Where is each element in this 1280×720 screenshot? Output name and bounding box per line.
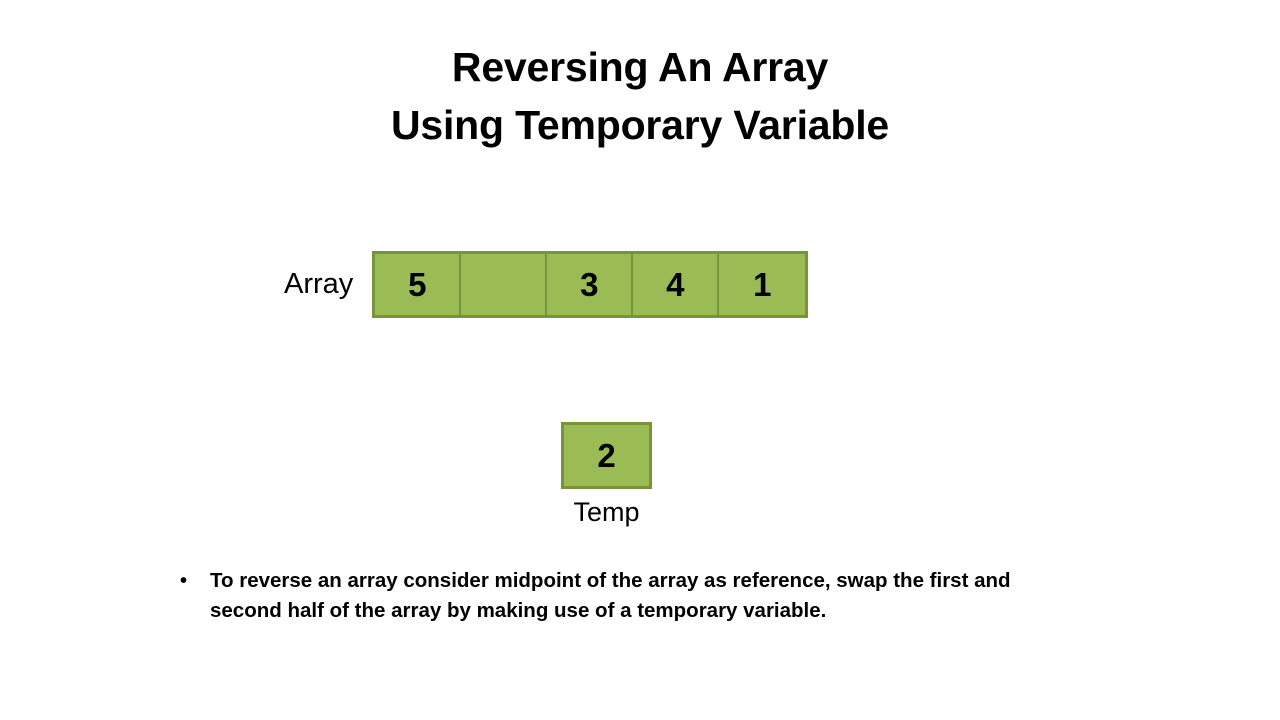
array-cells-container: 5 3 4 1	[372, 251, 809, 318]
bullet-list: • To reverse an array consider midpoint …	[176, 566, 1056, 626]
array-cell-4: 1	[719, 254, 806, 315]
title-line-2: Using Temporary Variable	[390, 102, 889, 148]
bullet-text: To reverse an array consider midpoint of…	[210, 569, 1011, 622]
temp-label: Temp	[573, 497, 640, 527]
list-item: • To reverse an array consider midpoint …	[176, 566, 1056, 626]
array-cell-3: 4	[633, 254, 720, 315]
bullet-dot-icon: •	[180, 570, 188, 592]
array-label: Array	[284, 268, 354, 300]
temp-variable-diagram: 2 Temp	[561, 422, 652, 528]
page-title: Reversing An Array Using Temporary Varia…	[0, 38, 1280, 154]
title-line-1: Reversing An Array	[451, 44, 829, 90]
array-cell-0: 5	[375, 254, 462, 315]
array-cell-2: 3	[547, 254, 634, 315]
array-diagram: Array 5 3 4 1	[284, 251, 809, 318]
array-cell-1	[461, 254, 548, 315]
temp-box-value: 2	[561, 422, 652, 489]
